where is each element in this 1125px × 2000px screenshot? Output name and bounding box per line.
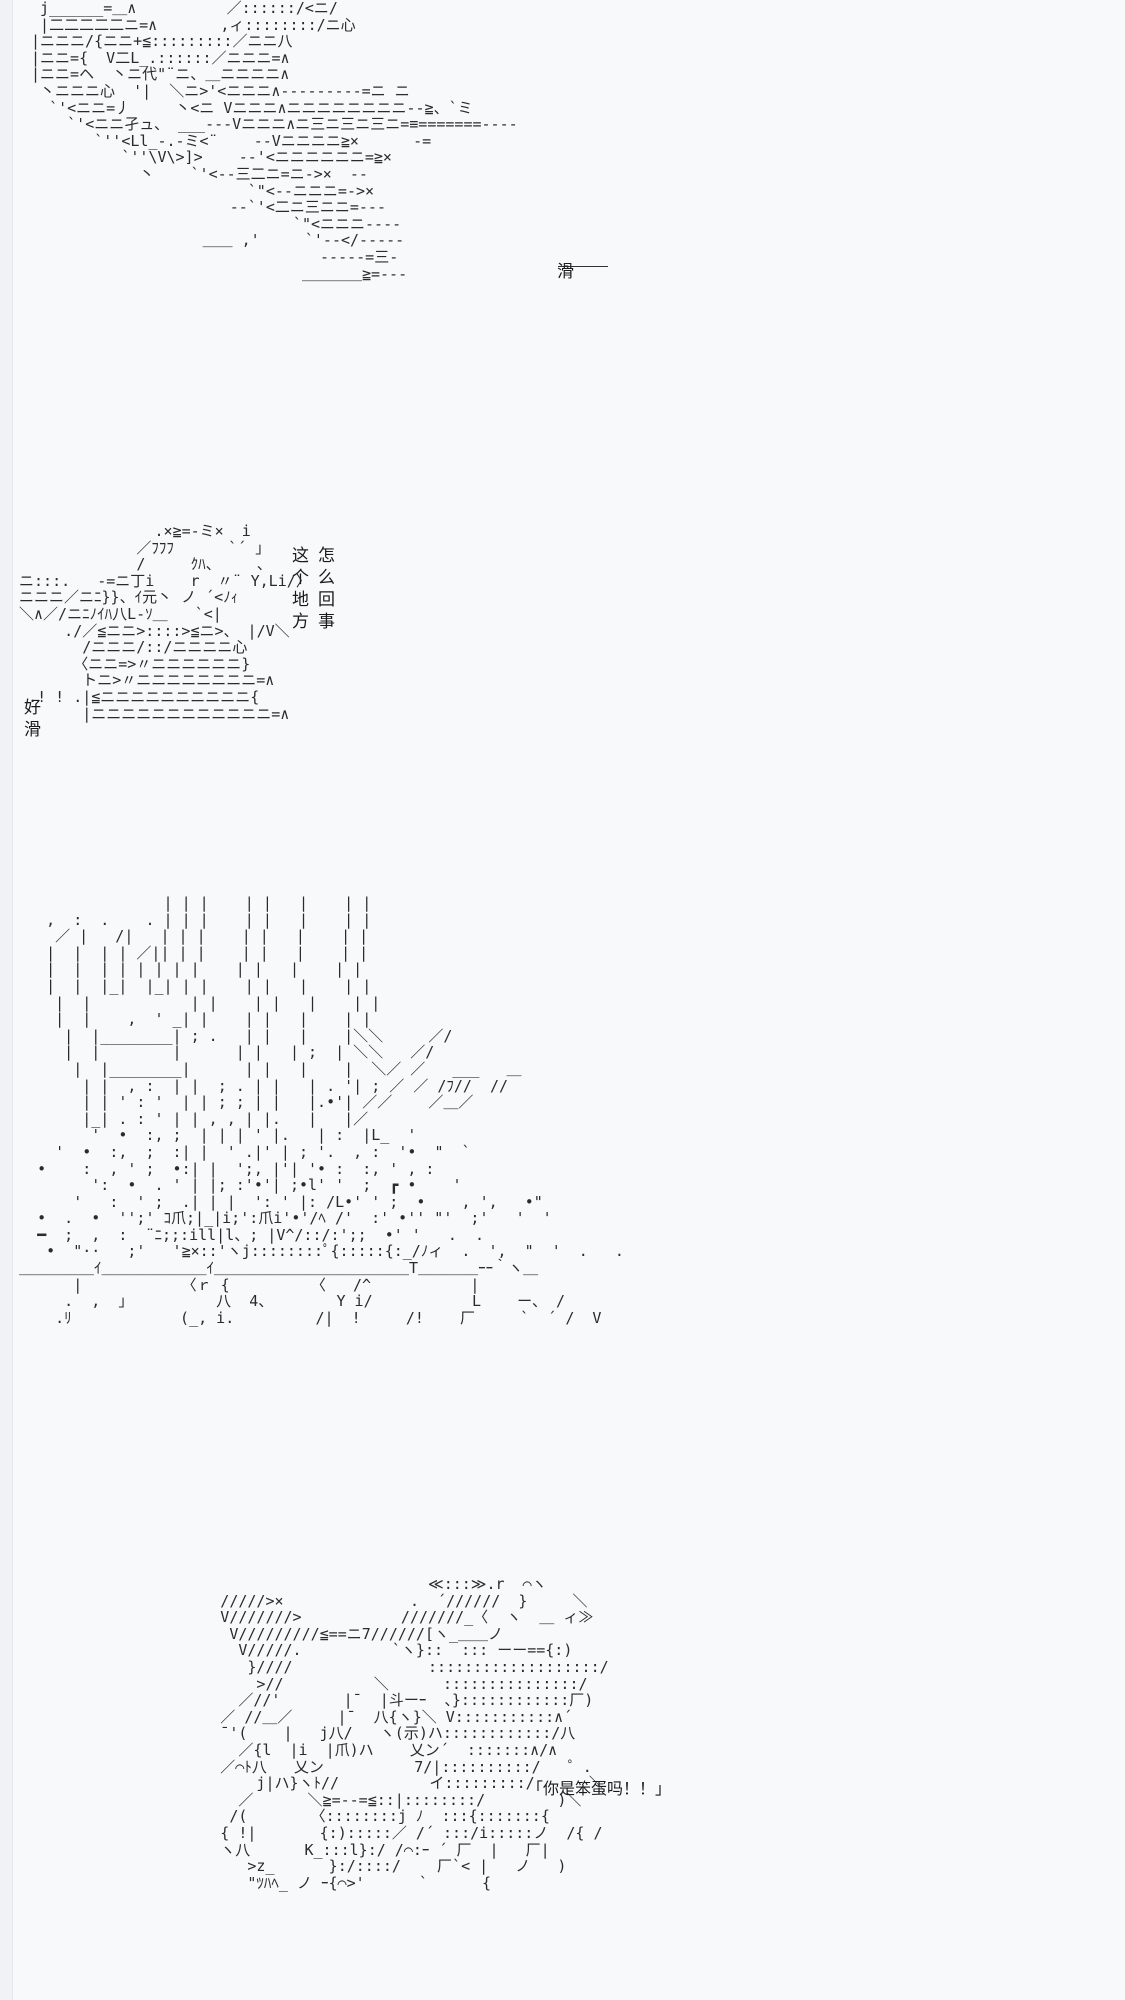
vertical-text-haohua: 好 滑 — [24, 698, 41, 740]
ascii-art-panel-slip: j______=＿∧ ／::::::/<ニ/ |二二二二二ニ=∧ ,ィ:::::… — [31, 0, 518, 283]
vertical-text-zhege-difang: 这 个 地 方 — [292, 546, 309, 632]
slip-label: 滑 — [557, 262, 574, 282]
ascii-art-panel-confused: .×≧=-ミ× i ／ﾌﾌﾌ `´ ｣ / ｸﾊ、 、 ニ:::. -=ニ丁i … — [19, 522, 311, 723]
vertical-text-zenme-huishi: 怎 么 回 事 — [318, 546, 335, 632]
ascii-art-panel-scold: ≪:::≫.r ⌒ヽ /////>× . ´////// } ＼ V//////… — [220, 1575, 609, 1892]
speech-line: 「你是笨蛋吗！！」 — [527, 1779, 672, 1798]
ascii-art-panel-fall: | | | | | | | | , : . . | | | | | | | | … — [19, 894, 624, 1327]
slip-dash — [558, 266, 608, 267]
page-edge — [0, 0, 13, 2000]
